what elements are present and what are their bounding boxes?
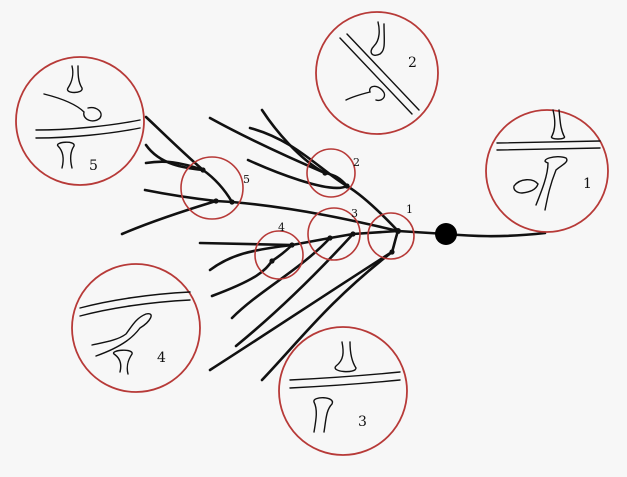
dendrite-5-f bbox=[144, 143, 205, 172]
dendrite-lower-a bbox=[208, 250, 394, 372]
marker-circle-5 bbox=[180, 156, 244, 220]
marker-label-4: 4 bbox=[278, 221, 285, 234]
junction-dot bbox=[269, 258, 275, 264]
dendrite-top-c bbox=[246, 158, 349, 190]
junction-dot bbox=[322, 170, 328, 176]
zoom-1-spine-top bbox=[550, 109, 566, 140]
axon-line bbox=[444, 231, 547, 238]
zoom-label-5: 5 bbox=[89, 158, 98, 174]
junction-dot bbox=[327, 235, 333, 241]
zoom-3-spine-top bbox=[334, 341, 357, 373]
zoom-circle-4-border bbox=[71, 263, 201, 393]
zoom-1-spine-head bbox=[513, 179, 539, 194]
zoom-label-3: 3 bbox=[358, 414, 367, 430]
marker-label-3: 3 bbox=[351, 207, 358, 220]
dendrite-4-a bbox=[210, 259, 274, 298]
zoom-2-dendrite-a bbox=[339, 37, 413, 115]
zoom-4-spine-stem bbox=[91, 313, 152, 357]
dendrite-tree bbox=[120, 108, 547, 382]
marker-circle-3 bbox=[307, 207, 361, 261]
zoom-2-dendrite-b bbox=[346, 33, 420, 111]
zoom-5-spine-top bbox=[66, 65, 83, 94]
zoom-circle-2-border bbox=[315, 11, 439, 135]
dendrite-lower-b bbox=[260, 250, 394, 382]
zoom-1-dendrite-b bbox=[496, 147, 601, 151]
zoom-1-spine-stem bbox=[535, 155, 568, 211]
dendrite-3-a bbox=[290, 236, 332, 247]
zoom-circle-4: 4 bbox=[71, 263, 201, 393]
branch-to-5 bbox=[230, 200, 400, 233]
soma bbox=[435, 223, 457, 245]
marker-label-2: 2 bbox=[353, 156, 360, 169]
dendrite-4-c bbox=[234, 232, 355, 348]
zoom-label-2: 2 bbox=[408, 55, 417, 71]
dendrite-5-a bbox=[143, 188, 218, 203]
dendrite-5-b bbox=[120, 199, 218, 236]
zoom-circle-3: 3 bbox=[278, 326, 408, 456]
junction-dots bbox=[200, 167, 401, 264]
zoom-5-spine-bottom bbox=[56, 141, 75, 169]
junction-dot bbox=[350, 231, 356, 237]
zoom-4-dendrite-b bbox=[79, 299, 191, 317]
zoom-circle-2: 2 bbox=[315, 11, 439, 135]
zoom-circle-3-border bbox=[278, 326, 408, 456]
zoom-5-spine-curve bbox=[43, 93, 102, 122]
marker-circle-4 bbox=[254, 230, 304, 280]
dendrite-5-c bbox=[201, 168, 234, 204]
zoom-5-dendrite-a bbox=[35, 119, 141, 131]
zoom-3-dendrite-a bbox=[289, 371, 401, 381]
zoom-label-1: 1 bbox=[583, 176, 592, 192]
junction-dot bbox=[389, 249, 395, 255]
branch-2-upper bbox=[248, 126, 349, 188]
zoom-3-spine-bottom bbox=[313, 397, 333, 433]
zoom-label-4: 4 bbox=[157, 350, 166, 366]
branch-lower bbox=[390, 229, 400, 254]
branch-to-2 bbox=[345, 184, 400, 233]
junction-dot bbox=[229, 199, 235, 205]
dendrite-top-b bbox=[208, 116, 327, 175]
zoom-4-dendrite-a bbox=[79, 291, 191, 309]
zoom-circle-1: 1 bbox=[485, 109, 609, 233]
zoom-circle-1-border bbox=[485, 109, 609, 233]
zoom-1-dendrite-a bbox=[496, 140, 601, 144]
dendrite-5-e bbox=[144, 115, 205, 172]
zoom-circle-5-border bbox=[15, 56, 145, 186]
zoom-circle-5: 5 bbox=[15, 56, 145, 186]
junction-dot bbox=[289, 242, 295, 248]
junction-dot bbox=[200, 167, 206, 173]
zoom-3-dendrite-b bbox=[289, 379, 401, 389]
junction-dot bbox=[344, 183, 350, 189]
dendrite-3-c bbox=[208, 243, 294, 272]
branch-3-a bbox=[328, 232, 355, 240]
zoom-5-dendrite-b bbox=[35, 127, 141, 139]
junction-dot bbox=[213, 198, 219, 204]
marker-circle-1 bbox=[367, 212, 415, 260]
dendrite-3-b bbox=[198, 241, 294, 247]
marker-circle-2 bbox=[306, 148, 356, 198]
zoom-4-spine-bottom bbox=[113, 349, 133, 375]
marker-label-5: 5 bbox=[243, 173, 250, 186]
branch-5-a bbox=[214, 199, 234, 204]
zoom-2-spine-top bbox=[370, 21, 386, 56]
zoom-2-spine-bottom bbox=[345, 85, 386, 102]
marker-circles bbox=[180, 148, 415, 280]
marker-label-1: 1 bbox=[406, 203, 413, 216]
junction-dot bbox=[395, 228, 401, 234]
